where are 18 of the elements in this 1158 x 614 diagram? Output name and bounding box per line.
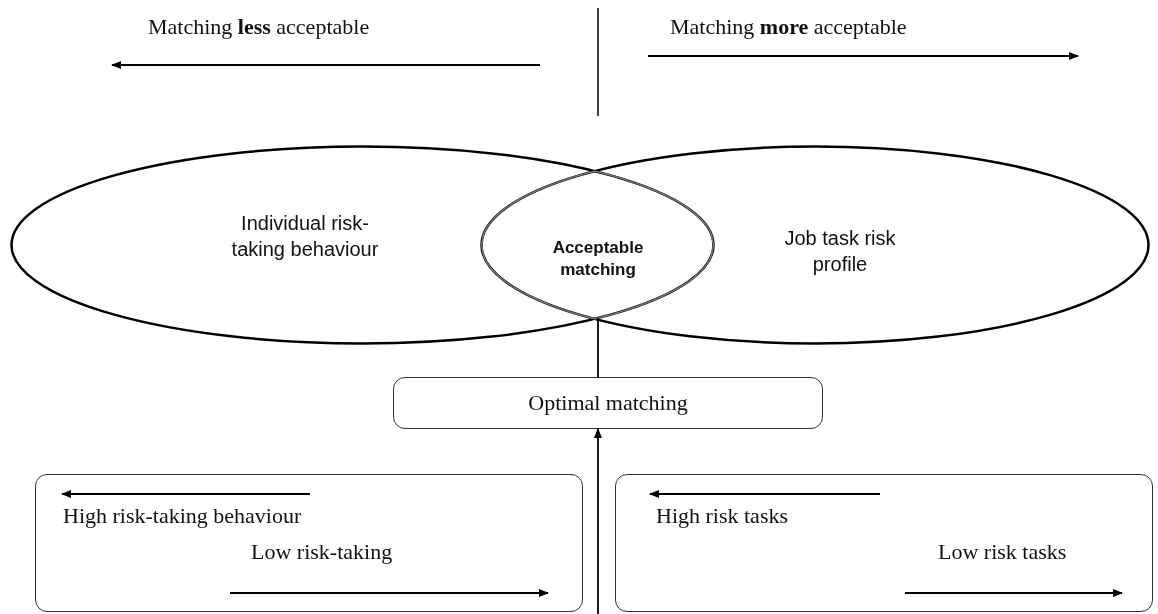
ellipse	[480, 145, 1150, 345]
overlap-label: Acceptable matching	[551, 237, 645, 282]
heading-text: Matching less acceptable	[148, 14, 370, 40]
ellipse-label: Job task risk profile	[783, 226, 897, 277]
rounded-box	[35, 474, 583, 612]
arrow	[594, 428, 602, 614]
heading-text: Matching more acceptable	[670, 14, 907, 40]
box-label: Low risk-taking	[251, 539, 393, 565]
box-label: Optimal matching	[527, 390, 689, 416]
rounded-box	[393, 377, 823, 429]
ellipse	[10, 145, 715, 345]
box-label: High risk-taking behaviour	[63, 503, 302, 529]
connector-line	[597, 317, 599, 378]
box-label: Low risk tasks	[938, 539, 1067, 565]
rounded-box	[615, 474, 1153, 612]
box-label: High risk tasks	[656, 503, 788, 529]
overlap-region	[480, 170, 716, 320]
ellipse-label: Individual risk-taking behaviour	[230, 211, 380, 262]
